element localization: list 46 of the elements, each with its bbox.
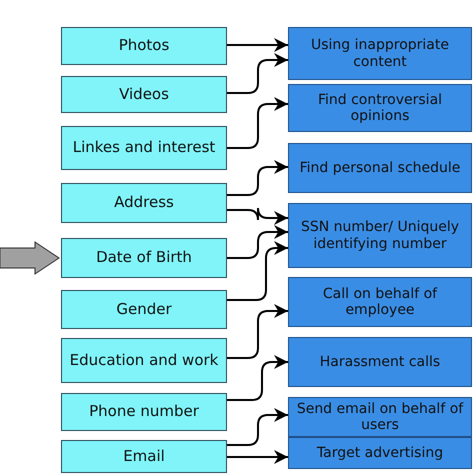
box-text: Education and work [70, 352, 218, 370]
risk-box [288, 277, 472, 327]
risk-box [288, 84, 472, 132]
box-text: Address [114, 194, 174, 212]
data-box [61, 338, 227, 383]
arrow [227, 53, 288, 94]
box-text: Using inappropriate content [310, 37, 450, 70]
data-box [61, 27, 227, 65]
arrow [227, 408, 288, 446]
box-text: Email [123, 448, 165, 466]
risk-box [288, 143, 472, 193]
box-text: Date of Birth [96, 249, 192, 267]
data-box [61, 290, 227, 329]
box-text: Find controversial opinions [316, 92, 444, 124]
block-arrow [0, 241, 60, 275]
arrow [227, 207, 288, 225]
box-text: SSN number/ Uniquely identifying number [300, 219, 460, 252]
box-text: Phone number [89, 403, 199, 421]
arrow [227, 38, 288, 52]
data-box [61, 393, 227, 431]
box-text: Target advertising [316, 444, 444, 462]
risk-box [288, 337, 472, 387]
arrow [227, 160, 288, 196]
box-text: Gender [116, 300, 172, 318]
arrow [227, 304, 288, 359]
arrow [227, 225, 288, 259]
box-text: Photos [118, 37, 170, 55]
data-box [61, 183, 227, 223]
box-text: Linkes and interest [72, 139, 216, 157]
data-box [61, 126, 227, 170]
arrow [227, 97, 288, 149]
box-text: Harassment calls [320, 354, 440, 370]
arrow [227, 355, 288, 401]
box-text: Videos [119, 86, 169, 104]
data-box [61, 76, 227, 113]
risk-box [288, 203, 472, 268]
risk-box [288, 27, 472, 80]
arrow [227, 241, 288, 301]
box-text: Call on behalf of employee [322, 286, 438, 318]
data-box [61, 440, 227, 473]
data-box [61, 238, 227, 278]
risk-box [288, 437, 472, 469]
box-text: Send email on behalf of users [296, 400, 464, 434]
arrow [227, 450, 288, 464]
risk-box [288, 397, 472, 437]
box-text: Find personal schedule [300, 160, 460, 176]
